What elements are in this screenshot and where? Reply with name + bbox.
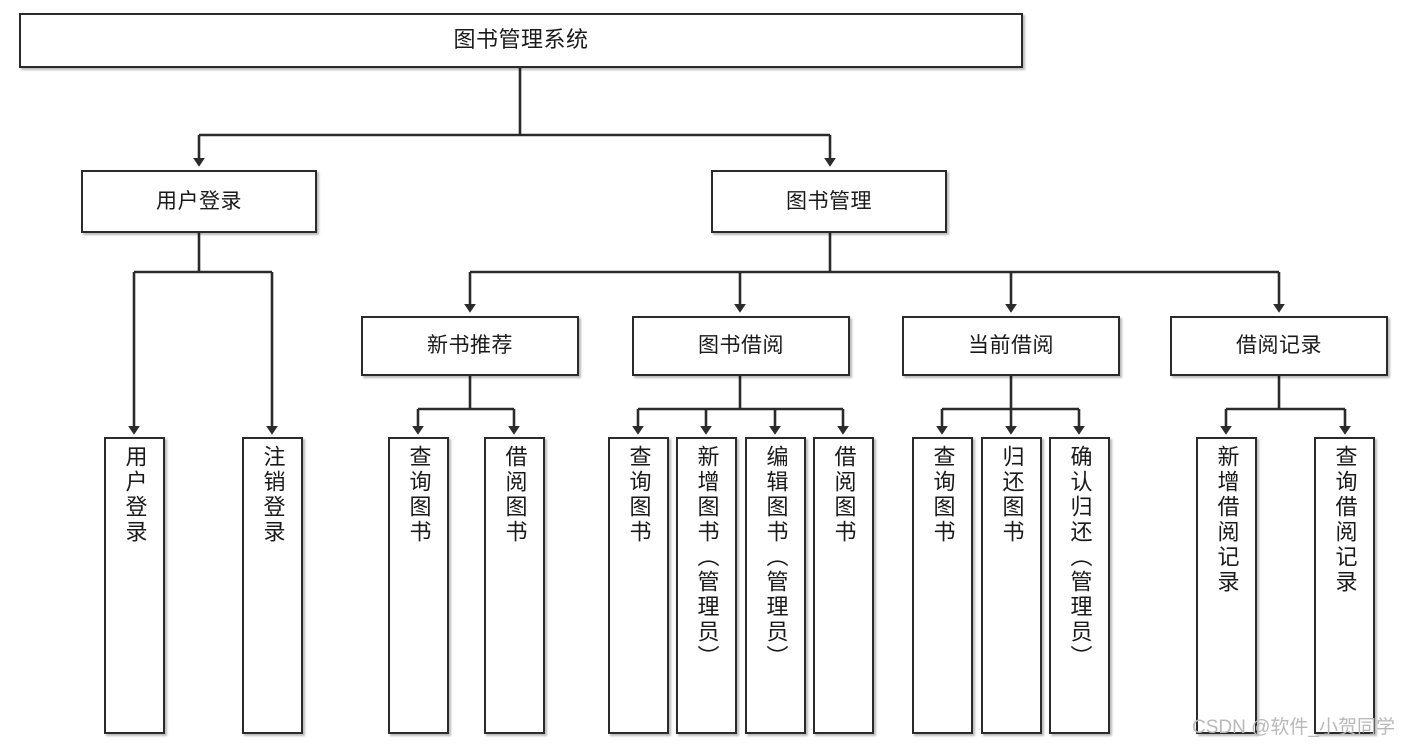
node-label: 查询借阅记录 bbox=[1332, 445, 1358, 595]
node-label: 借阅图书 bbox=[502, 445, 528, 545]
node-new-book-recommend[interactable]: 新书推荐 bbox=[361, 316, 579, 376]
node-label: 归还图书 bbox=[999, 445, 1025, 545]
leaf-user-login-login[interactable]: 用户登录 bbox=[104, 437, 165, 734]
leaf-current-borrow-query[interactable]: 查询图书 bbox=[912, 437, 973, 734]
leaf-book-borrow-add[interactable]: 新增图书（管理员） bbox=[676, 437, 737, 734]
leaf-book-borrow-borrow[interactable]: 借阅图书 bbox=[813, 437, 874, 734]
leaf-book-borrow-query[interactable]: 查询图书 bbox=[608, 437, 669, 734]
node-borrow-record[interactable]: 借阅记录 bbox=[1170, 316, 1388, 376]
node-label: 用户登录 bbox=[122, 445, 148, 545]
leaf-user-login-logout[interactable]: 注销登录 bbox=[242, 437, 303, 734]
leaf-borrow-record-query[interactable]: 查询借阅记录 bbox=[1314, 437, 1375, 734]
node-label: 图书借阅 bbox=[698, 334, 784, 358]
leaf-borrow-record-add[interactable]: 新增借阅记录 bbox=[1196, 437, 1257, 734]
node-label: 确认归还（管理员） bbox=[1067, 445, 1093, 670]
node-label: 新书推荐 bbox=[427, 334, 513, 358]
csdn-watermark: CSDN @软件_小贺同学 bbox=[1192, 717, 1395, 738]
node-book-borrow[interactable]: 图书借阅 bbox=[632, 316, 850, 376]
leaf-new-book-borrow[interactable]: 借阅图书 bbox=[484, 437, 545, 734]
leaf-new-book-query[interactable]: 查询图书 bbox=[388, 437, 449, 734]
node-label: 图书管理系统 bbox=[453, 27, 589, 53]
leaf-current-borrow-confirm-return[interactable]: 确认归还（管理员） bbox=[1049, 437, 1110, 734]
leaf-current-borrow-return[interactable]: 归还图书 bbox=[981, 437, 1042, 734]
node-label: 注销登录 bbox=[260, 445, 286, 545]
node-label: 新增图书（管理员） bbox=[694, 445, 720, 670]
node-current-borrow[interactable]: 当前借阅 bbox=[902, 316, 1120, 376]
node-label: 当前借阅 bbox=[968, 334, 1054, 358]
node-book-management[interactable]: 图书管理 bbox=[711, 170, 947, 233]
node-user-login[interactable]: 用户登录 bbox=[81, 170, 317, 233]
node-label: 用户登录 bbox=[156, 189, 242, 213]
leaf-book-borrow-edit[interactable]: 编辑图书（管理员） bbox=[745, 437, 806, 734]
node-label: 新增借阅记录 bbox=[1214, 445, 1240, 595]
node-label: 借阅记录 bbox=[1236, 334, 1322, 358]
node-label: 查询图书 bbox=[626, 445, 652, 545]
node-label: 查询图书 bbox=[406, 445, 432, 545]
node-label: 借阅图书 bbox=[831, 445, 857, 545]
node-label: 查询图书 bbox=[930, 445, 956, 545]
node-label: 图书管理 bbox=[786, 189, 872, 213]
node-root-system[interactable]: 图书管理系统 bbox=[19, 13, 1023, 68]
node-label: 编辑图书（管理员） bbox=[763, 445, 789, 670]
